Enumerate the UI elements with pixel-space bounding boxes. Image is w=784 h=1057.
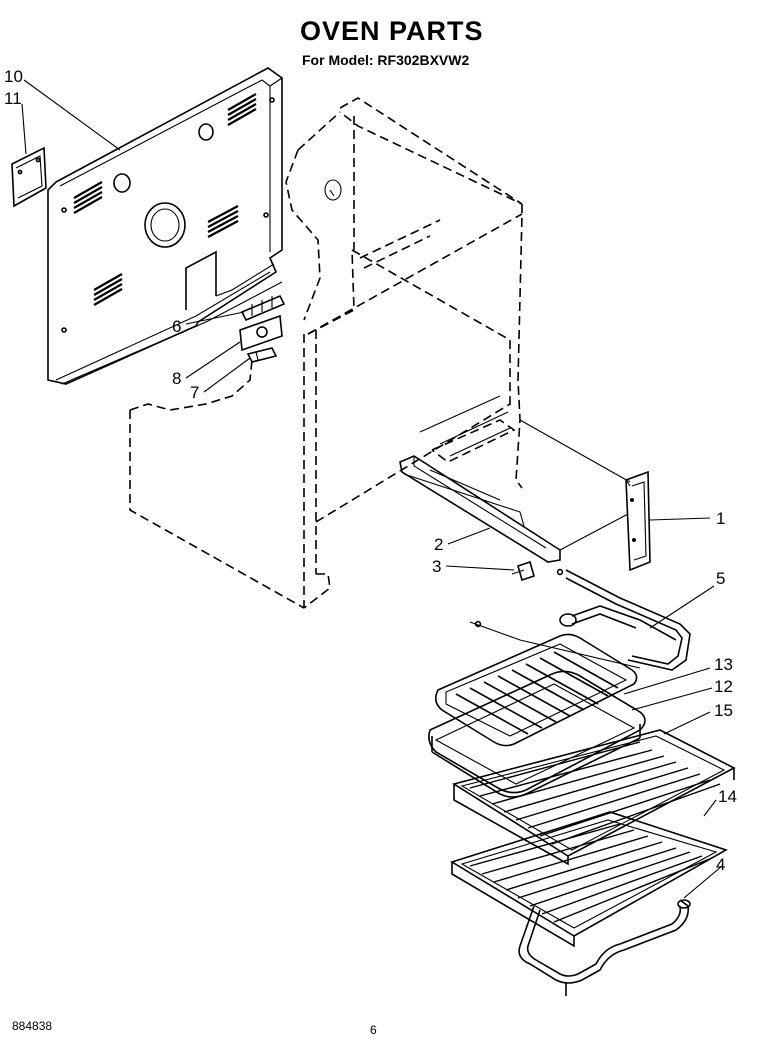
callout-10: 10 <box>4 67 23 86</box>
callout-13: 13 <box>714 655 733 674</box>
callout-4: 4 <box>716 855 726 874</box>
oven-rack-part-15 <box>452 729 736 866</box>
page-title: OVEN PARTS <box>300 16 484 46</box>
page-number: 6 <box>370 1023 377 1037</box>
callout-15: 15 <box>714 701 733 720</box>
model-subtitle: For Model: RF302BXVW2 <box>302 52 470 68</box>
callout-7: 7 <box>190 383 200 402</box>
clip-part-3 <box>511 560 535 582</box>
back-panel-part-10 <box>47 67 283 385</box>
element-cover-part-1 <box>625 470 651 572</box>
callout-3: 3 <box>432 557 442 576</box>
vent-louvers <box>73 93 257 306</box>
callout-12: 12 <box>714 677 733 696</box>
clip-part-7 <box>246 347 278 363</box>
broiler-pan-part-12 <box>428 670 646 798</box>
oven-cavity-outline <box>129 97 523 609</box>
sensor-bracket-part-6 <box>240 294 286 322</box>
bracket-plate-part-11 <box>11 146 47 208</box>
callout-2: 2 <box>434 535 444 554</box>
rail-part-2 <box>399 455 561 563</box>
callout-6: 6 <box>172 317 182 336</box>
oven-rack-part-14 <box>450 811 728 948</box>
callout-1: 1 <box>716 509 726 528</box>
callout-5: 5 <box>716 569 726 588</box>
callout-8: 8 <box>172 369 182 388</box>
callout-11: 11 <box>4 89 22 108</box>
document-number: 884838 <box>12 1019 53 1033</box>
callout-14: 14 <box>718 787 737 806</box>
bake-element-part-4 <box>518 899 691 996</box>
receptacle-part-8 <box>239 314 283 352</box>
broiler-grid-part-13 <box>434 633 638 747</box>
callout-leader-lines <box>21 79 723 899</box>
